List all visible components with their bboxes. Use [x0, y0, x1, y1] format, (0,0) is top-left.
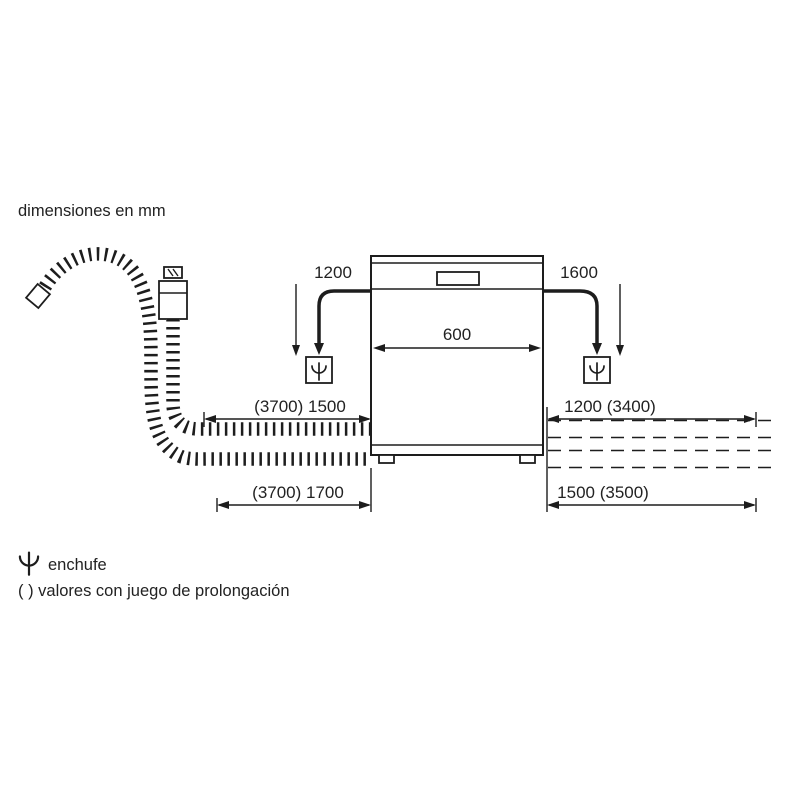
dimension-drain-left: (3700) 1700	[216, 468, 372, 512]
dimension-width-label: 600	[443, 325, 471, 344]
power-cord-right: 1600	[543, 263, 624, 356]
legend-note: ( ) valores con juego de prolongación	[18, 582, 290, 600]
supply-hose	[166, 319, 371, 436]
dimension-right-lower-label: 1500 (3500)	[557, 483, 649, 502]
dimension-width: 600	[373, 325, 541, 352]
foot-right	[519, 454, 536, 464]
dimension-cable-right-label: 1600	[560, 263, 598, 282]
drain-hose-end-fitting	[24, 282, 52, 310]
dimension-right-lower: 1500 (3500)	[547, 483, 757, 512]
dimension-right-upper: 1200 (3400)	[546, 397, 757, 512]
aquastop-valve	[158, 280, 188, 320]
diagram-title: dimensiones en mm	[18, 202, 166, 220]
power-socket-left-icon	[305, 356, 333, 384]
legend: enchufe ( ) valores con juego de prolong…	[18, 551, 290, 600]
dishwasher-outline	[370, 255, 544, 464]
water-tap-icon	[163, 266, 183, 279]
hose-extension-dashed-lines	[548, 419, 772, 469]
dimension-right-upper-label: 1200 (3400)	[564, 397, 656, 416]
foot-left	[378, 454, 395, 464]
control-display	[436, 271, 480, 286]
dimension-supply-left: (3700) 1500	[203, 397, 371, 427]
dimension-drain-left-label: (3700) 1700	[252, 483, 344, 502]
power-socket-right-icon	[583, 356, 611, 384]
legend-plug-label: enchufe	[48, 556, 107, 574]
power-cord-left: 1200	[292, 263, 371, 356]
plug-legend-icon	[18, 551, 40, 576]
dimension-cable-left-label: 1200	[314, 263, 352, 282]
dimension-supply-left-label: (3700) 1500	[254, 397, 346, 416]
drain-hose	[24, 247, 371, 466]
